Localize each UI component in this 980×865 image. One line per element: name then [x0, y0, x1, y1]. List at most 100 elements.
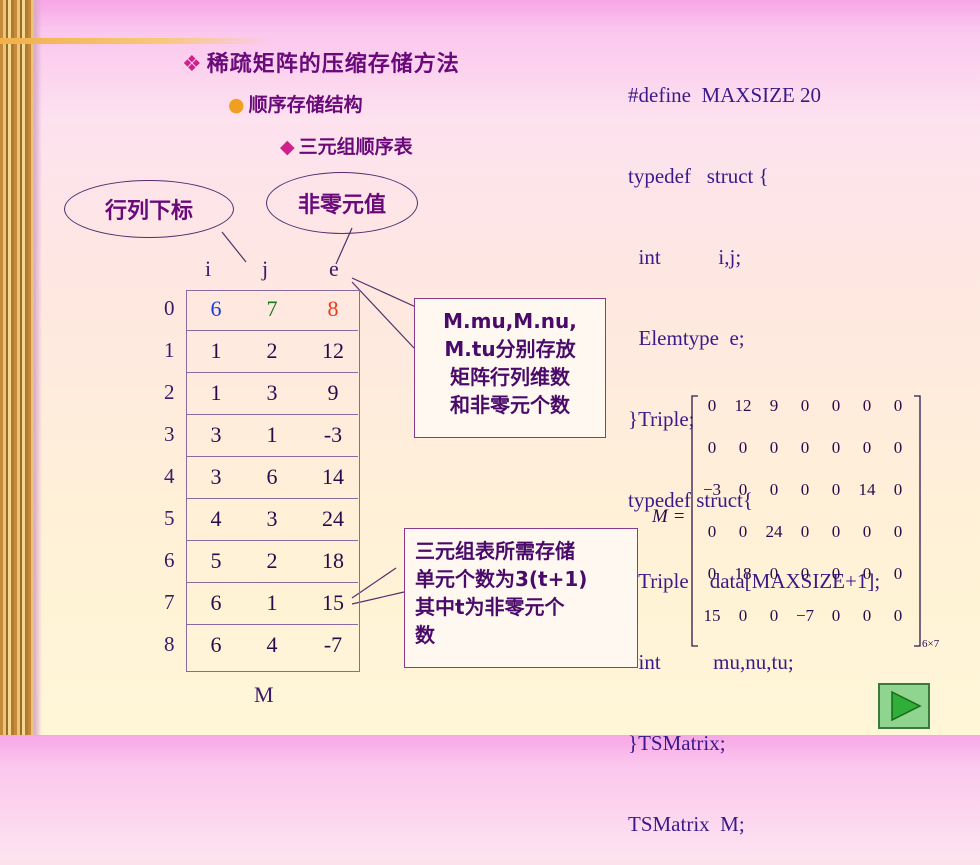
- table-row: 3 1 -3: [186, 418, 358, 452]
- decorative-bar: [0, 38, 270, 44]
- matrix-cell: 0: [707, 396, 717, 415]
- note-storage-box: 三元组表所需存储 单元个数为3(t+1) 其中t为非零元个 数: [404, 528, 638, 668]
- col-header-e: e: [329, 256, 339, 281]
- matrix-cell: 0: [769, 564, 779, 583]
- note-mu-box: M.mu,M.nu, M.tu分别存放 矩阵行列维数 和非零元个数: [414, 298, 606, 438]
- cell-j: 1: [266, 422, 278, 447]
- cell-e: 12: [322, 338, 344, 363]
- row-divider: [186, 624, 358, 625]
- decorative-stripe-shadow: [34, 0, 42, 735]
- row-divider: [186, 498, 358, 499]
- circle-bullet-icon: ●: [228, 94, 245, 116]
- callout-pointers: [221, 227, 419, 605]
- matrix-cell: 0: [831, 480, 841, 499]
- table-row: 4 3 24: [186, 502, 358, 536]
- row-divider: [186, 456, 358, 457]
- matrix-cell: 0: [769, 480, 779, 499]
- row-index: 0: [164, 296, 175, 320]
- matrix-cell: −7: [795, 606, 815, 625]
- row-divider: [186, 330, 358, 331]
- cell-i: 5: [210, 548, 222, 573]
- matrix-label: M =: [652, 506, 686, 527]
- matrix-cell: 0: [800, 438, 810, 457]
- row-index: 1: [164, 338, 175, 362]
- row-index: 4: [164, 464, 175, 488]
- matrix-cell: 15: [703, 606, 721, 625]
- next-slide-button[interactable]: [878, 683, 930, 729]
- cell-j: 6: [266, 464, 278, 489]
- matrix-cell: 24: [765, 522, 783, 541]
- cell-j: 7: [266, 296, 278, 321]
- matrix-cell: 9: [769, 396, 779, 415]
- triple-table: [186, 290, 360, 672]
- cell-i: 3: [210, 422, 222, 447]
- matrix-cell: 0: [738, 438, 748, 457]
- matrix-cell: 0: [800, 480, 810, 499]
- diamond-bullet-icon: ❖: [182, 52, 203, 77]
- row-index: 2: [164, 380, 175, 404]
- cell-e: 15: [322, 590, 344, 615]
- matrix-cell: 0: [738, 522, 748, 541]
- matrix-cell: 0: [862, 396, 872, 415]
- cell-i: 4: [210, 506, 222, 531]
- cell-j: 1: [266, 590, 278, 615]
- matrix-cell: 0: [800, 564, 810, 583]
- row-index: 6: [164, 548, 175, 572]
- matrix-cell: 0: [893, 564, 903, 583]
- matrix-cell: 0: [831, 438, 841, 457]
- matrix-cell: 0: [831, 606, 841, 625]
- cell-i: 1: [210, 380, 222, 405]
- cell-e: 8: [327, 296, 339, 321]
- row-index: 5: [164, 506, 175, 530]
- cell-i: 6: [210, 632, 222, 657]
- cell-i: 3: [210, 464, 222, 489]
- cell-j: 3: [266, 506, 278, 531]
- matrix-cell: 0: [893, 522, 903, 541]
- col-header-i: i: [205, 256, 212, 281]
- matrix-cell: 0: [769, 438, 779, 457]
- matrix-cell: 0: [707, 564, 717, 583]
- cell-i: 1: [210, 338, 222, 363]
- matrix-cell: 0: [862, 564, 872, 583]
- matrix-cell: 0: [893, 438, 903, 457]
- callout-value: 非零元值: [266, 172, 418, 234]
- table-row: 6 7 8: [186, 292, 358, 326]
- matrix-cell: 0: [862, 606, 872, 625]
- matrix-cell: 14: [858, 480, 876, 499]
- cell-j: 2: [266, 548, 278, 573]
- row-divider: [186, 372, 358, 373]
- callout-index: 行列下标: [64, 180, 234, 238]
- matrix-cell: 18: [734, 564, 752, 583]
- row-index: 8: [164, 632, 175, 656]
- matrix-dimension: 6×7: [922, 638, 940, 650]
- matrix-cell: 0: [862, 522, 872, 541]
- matrix-cell: 0: [893, 606, 903, 625]
- matrix-cell: −3: [702, 480, 722, 499]
- matrix-cell: 0: [769, 606, 779, 625]
- table-row: 6 4 -7: [186, 628, 358, 662]
- row-divider: [186, 414, 358, 415]
- matrix-cell: 0: [831, 396, 841, 415]
- row-index: 7: [164, 590, 175, 614]
- cell-j: 4: [266, 632, 278, 657]
- matrix-cell: 0: [831, 564, 841, 583]
- row-divider: [186, 582, 358, 583]
- matrix-cell: 0: [800, 396, 810, 415]
- matrix-cell: 0: [893, 396, 903, 415]
- cell-i: 6: [210, 296, 222, 321]
- matrix-brackets: [691, 395, 921, 647]
- cell-e: 24: [322, 506, 344, 531]
- cell-e: -7: [323, 632, 343, 657]
- matrix-cell: 0: [893, 480, 903, 499]
- row-index: 3: [164, 422, 175, 446]
- cell-e: 9: [327, 380, 339, 405]
- cell-j: 2: [266, 338, 278, 363]
- cell-e: -3: [323, 422, 343, 447]
- matrix-cell: 0: [862, 438, 872, 457]
- matrix-cell: 0: [738, 606, 748, 625]
- slide-subtitle: ●顺序存储结构: [228, 94, 363, 116]
